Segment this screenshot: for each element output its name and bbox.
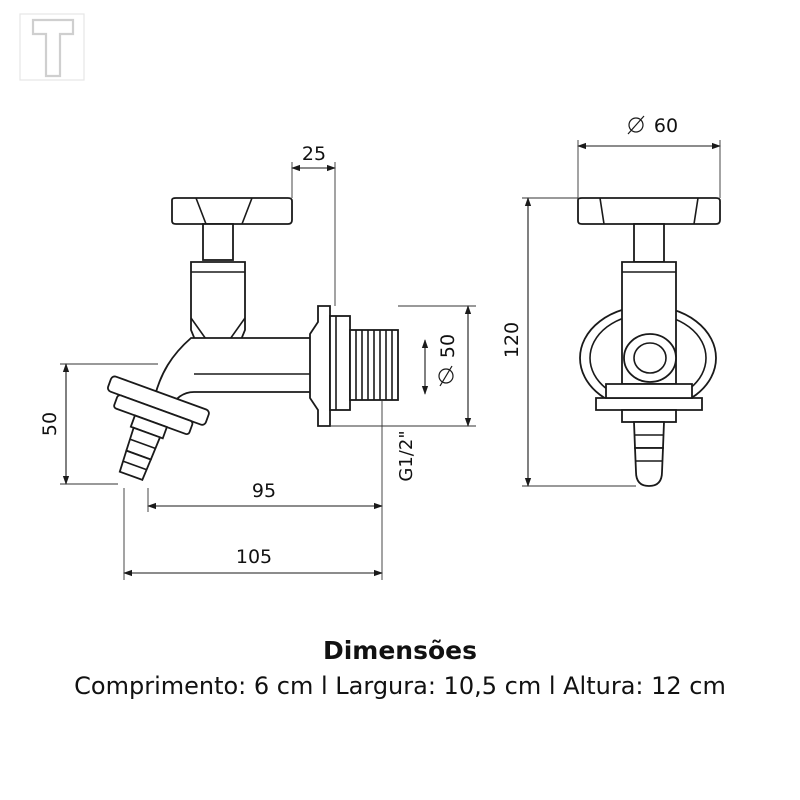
dim-handle-diameter: 60 bbox=[654, 115, 678, 137]
dim-top-offset: 25 bbox=[302, 143, 326, 165]
side-view: 25 50 G1/2" 50 95 105 bbox=[39, 143, 476, 580]
dim-thread-diameter: 50 bbox=[437, 334, 459, 358]
caption-title: Dimensões bbox=[322, 636, 478, 665]
dim-total-length: 105 bbox=[236, 546, 272, 568]
diameter-symbol-icon bbox=[438, 365, 454, 387]
diameter-symbol-icon bbox=[627, 115, 645, 135]
dim-thread-spec: G1/2" bbox=[396, 430, 417, 481]
caption-details: Comprimento: 6 cm l Largura: 10,5 cm l A… bbox=[74, 672, 726, 700]
dim-total-height: 120 bbox=[501, 322, 523, 358]
front-view: 60 120 bbox=[501, 115, 721, 487]
dim-outlet-height: 50 bbox=[39, 412, 61, 436]
thread-lines bbox=[355, 330, 393, 400]
dim-reach: 95 bbox=[252, 480, 276, 502]
brand-logo bbox=[19, 13, 85, 81]
